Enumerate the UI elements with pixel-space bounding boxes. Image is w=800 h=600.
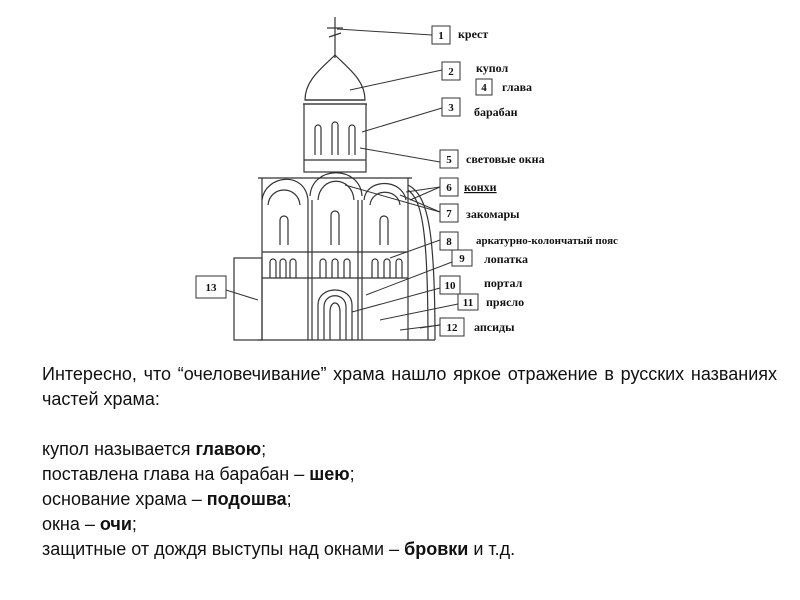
- num-6: 6: [446, 182, 452, 194]
- label-poyas: аркатурно-колончатый пояс: [476, 235, 618, 247]
- apses: [407, 184, 436, 341]
- num-8: 8: [446, 236, 452, 248]
- church-body: [258, 172, 436, 341]
- num-3: 3: [448, 102, 454, 114]
- num-2: 2: [448, 66, 454, 78]
- label-baraban: барабан: [474, 105, 518, 119]
- leader-lines: [225, 28, 459, 331]
- num-12: 12: [447, 322, 459, 334]
- list-item: поставлена глава на барабан – шею;: [42, 464, 355, 484]
- label-pryaslo: прясло: [486, 295, 524, 309]
- label-lopatka: лопатка: [484, 252, 528, 266]
- label-okna: световые окна: [466, 152, 545, 166]
- num-11: 11: [463, 297, 473, 309]
- num-7: 7: [446, 208, 452, 220]
- num-10: 10: [445, 280, 457, 292]
- num-4: 4: [481, 82, 487, 94]
- label-portal: портал: [484, 276, 523, 290]
- label-zakomary: закомары: [466, 207, 520, 221]
- intro-text: Интересно, что “очеловечивание” храма на…: [42, 364, 777, 409]
- part-labels: крест купол глава барабан световые окна …: [458, 27, 618, 334]
- label-krest: крест: [458, 27, 488, 41]
- portal: [317, 289, 353, 340]
- num-9: 9: [459, 253, 465, 265]
- list-item: основание храма – подошва;: [42, 489, 292, 509]
- list-item: купол называется главою;: [42, 439, 267, 459]
- name-list: купол называется главою; поставлена глав…: [42, 437, 777, 562]
- drum: [303, 103, 367, 173]
- dome: [304, 54, 366, 101]
- label-kupol: купол: [476, 61, 509, 75]
- number-boxes: [195, 25, 493, 337]
- box-numbers: 1 2 4 3 5 6 7 8 9 10 11 12 13: [206, 30, 488, 334]
- list-item: защитные от дождя выступы над окнами – б…: [42, 539, 516, 559]
- label-apsidy: апсиды: [474, 320, 515, 334]
- church-drawing: [233, 17, 436, 341]
- num-13: 13: [206, 282, 218, 294]
- church-diagram: 1 2 4 3 5 6 7 8 9 10 11 12 13 крест купо…: [195, 17, 618, 341]
- list-item: окна – очи;: [42, 514, 137, 534]
- porch: [233, 257, 263, 341]
- label-glava: глава: [502, 80, 532, 94]
- num-5: 5: [446, 154, 452, 166]
- cross: [327, 17, 343, 58]
- num-1: 1: [438, 30, 444, 42]
- label-konhi: конхи: [464, 180, 497, 194]
